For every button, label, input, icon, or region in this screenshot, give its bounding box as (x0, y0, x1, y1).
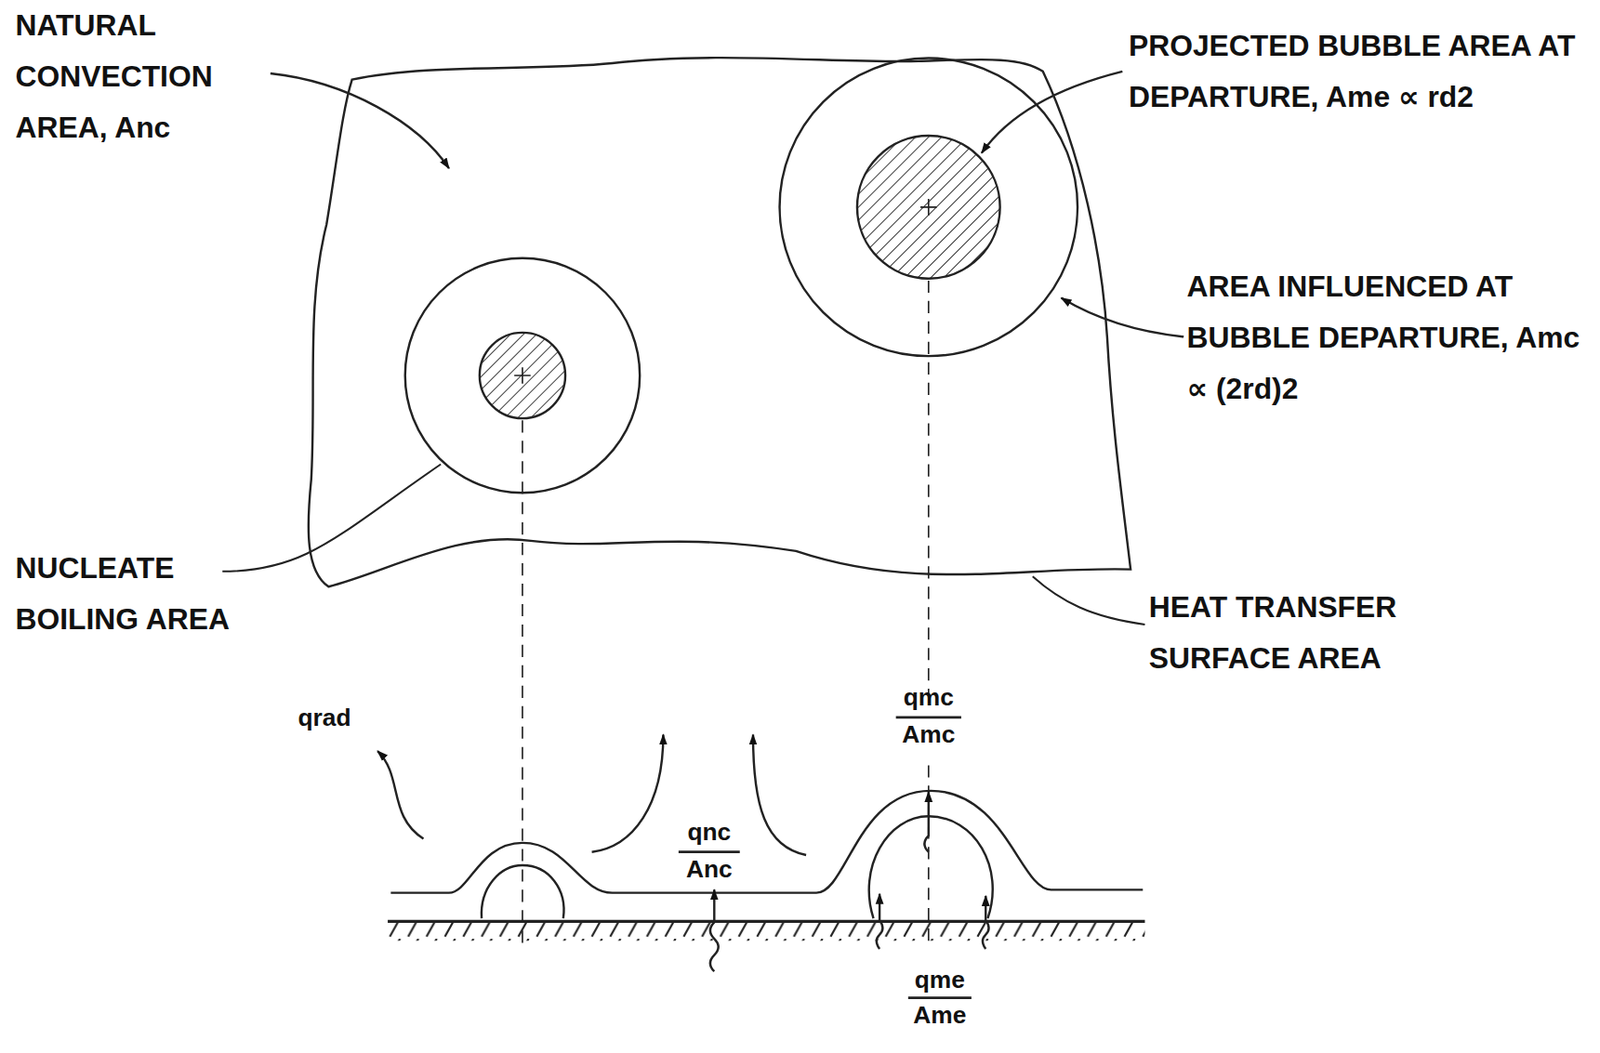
area-symbol: Amc (882, 719, 975, 751)
heat-flux-symbol: qmc (882, 681, 975, 713)
area-symbol: Ame (893, 1000, 986, 1032)
natural-convection-label: NATURAL CONVECTION AREA, Anc (14, 0, 270, 154)
heat-flux-symbol: qnc (662, 816, 755, 847)
surface-outline (308, 57, 1131, 587)
area-symbol: Anc (662, 854, 755, 886)
surface-label: HEAT TRANSFER SURFACE AREA (1149, 581, 1455, 685)
influence-area-label: AREA INFLUENCED AT BUBBLE DEPARTURE, Amc… (1186, 261, 1590, 415)
heat-flux-symbol: qrad (297, 701, 380, 733)
bubble-area-label: PROJECTED BUBBLE AREA AT DEPARTURE, Ame … (1128, 20, 1600, 123)
heat-flux-symbol: qme (893, 964, 986, 995)
nucleate-label: NUCLEATE BOILING AREA (14, 542, 291, 646)
